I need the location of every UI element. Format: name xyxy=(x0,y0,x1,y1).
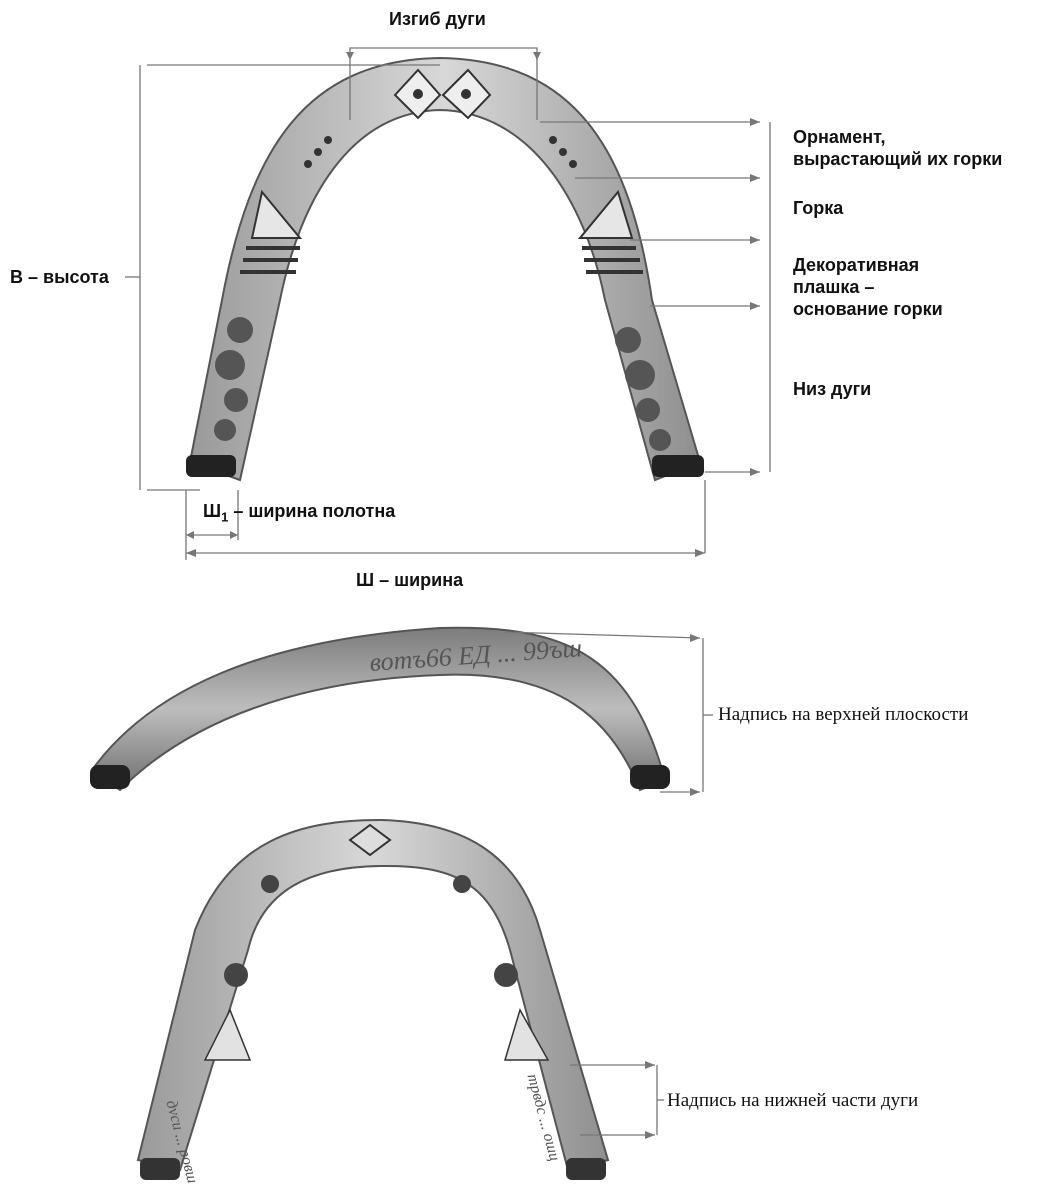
label-bottom-inscription: Надпись на нижней части дуги xyxy=(667,1090,918,1112)
label-top-inscription: Надпись на верхней плоскости xyxy=(718,704,968,726)
blade-symbol: Ш xyxy=(203,501,221,521)
arc-top-view: вотъ66 ЕД ... 99ъш xyxy=(90,628,670,790)
blade-text: – ширина полотна xyxy=(228,501,395,521)
label-gorka: Горка xyxy=(793,197,843,219)
arc-front-view xyxy=(186,58,704,480)
label-ornament: Орнамент, вырастающий их горки xyxy=(793,126,1002,170)
foot-top-left xyxy=(90,765,130,789)
foot-top-right xyxy=(630,765,670,789)
label-blade-width: Ш1 – ширина полотна xyxy=(203,500,395,529)
arc-front-body xyxy=(190,58,700,480)
foot-right xyxy=(652,455,704,477)
foot-left xyxy=(186,455,236,477)
label-bend: Изгиб дуги xyxy=(389,8,486,30)
label-width: Ш – ширина xyxy=(356,569,463,591)
arc-side-view: дvси ... ровш трвдс ... ошц xyxy=(138,820,608,1185)
label-plate: Декоративная плашка – основание горки xyxy=(793,254,943,320)
label-bottom: Низ дуги xyxy=(793,378,871,400)
label-height: В – высота xyxy=(10,266,109,288)
